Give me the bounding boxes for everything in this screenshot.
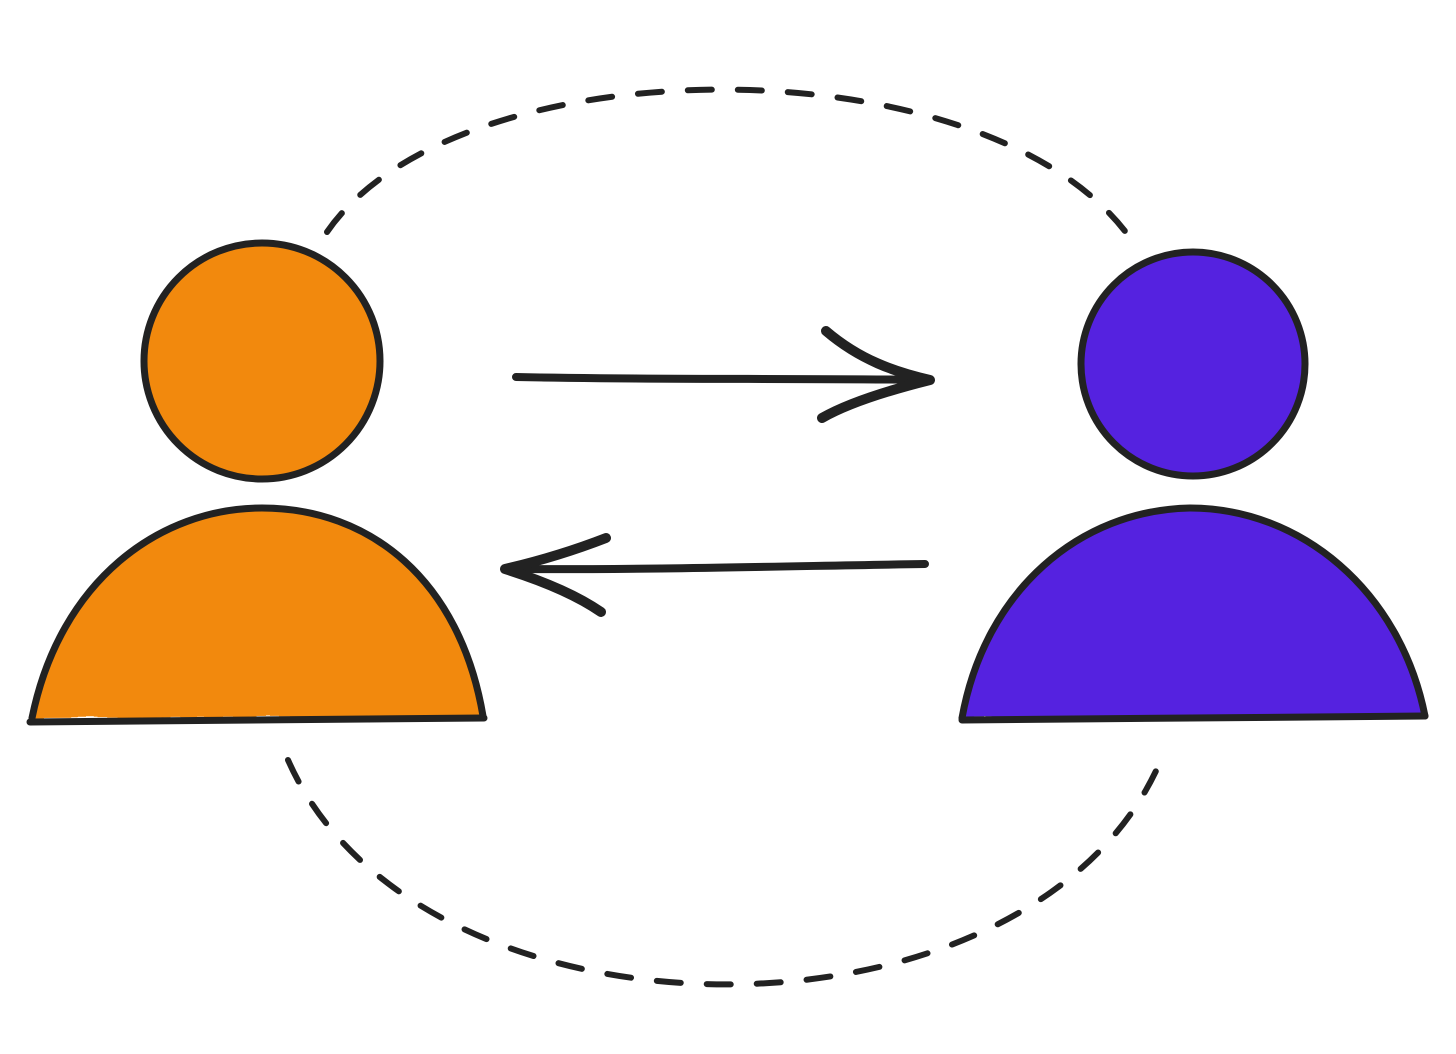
person-right-body bbox=[962, 508, 1425, 718]
person-left-head bbox=[144, 243, 380, 479]
person-right bbox=[958, 248, 1429, 724]
arrow-to-left bbox=[500, 533, 929, 617]
person-left bbox=[26, 239, 488, 726]
dashed-arc-top bbox=[324, 86, 1138, 248]
arrow-to-right-shaft bbox=[512, 373, 934, 384]
person-right-head-outline bbox=[1077, 248, 1309, 480]
person-left-body bbox=[32, 508, 483, 718]
person-right-base-line bbox=[958, 712, 1429, 724]
person-right-body-outline bbox=[958, 504, 1429, 722]
arrow-to-right-head bbox=[817, 326, 935, 423]
person-left-body-outline bbox=[28, 504, 487, 722]
arrow-to-left-shaft bbox=[501, 560, 929, 574]
dashed-arc-bottom bbox=[285, 752, 1166, 988]
arrow-to-left-head bbox=[500, 533, 611, 617]
arrow-to-right bbox=[512, 326, 935, 423]
person-left-head-outline bbox=[140, 239, 384, 483]
person-right-head bbox=[1081, 252, 1305, 476]
person-left-base-line bbox=[26, 714, 488, 726]
dashed-enclosure bbox=[285, 86, 1166, 988]
